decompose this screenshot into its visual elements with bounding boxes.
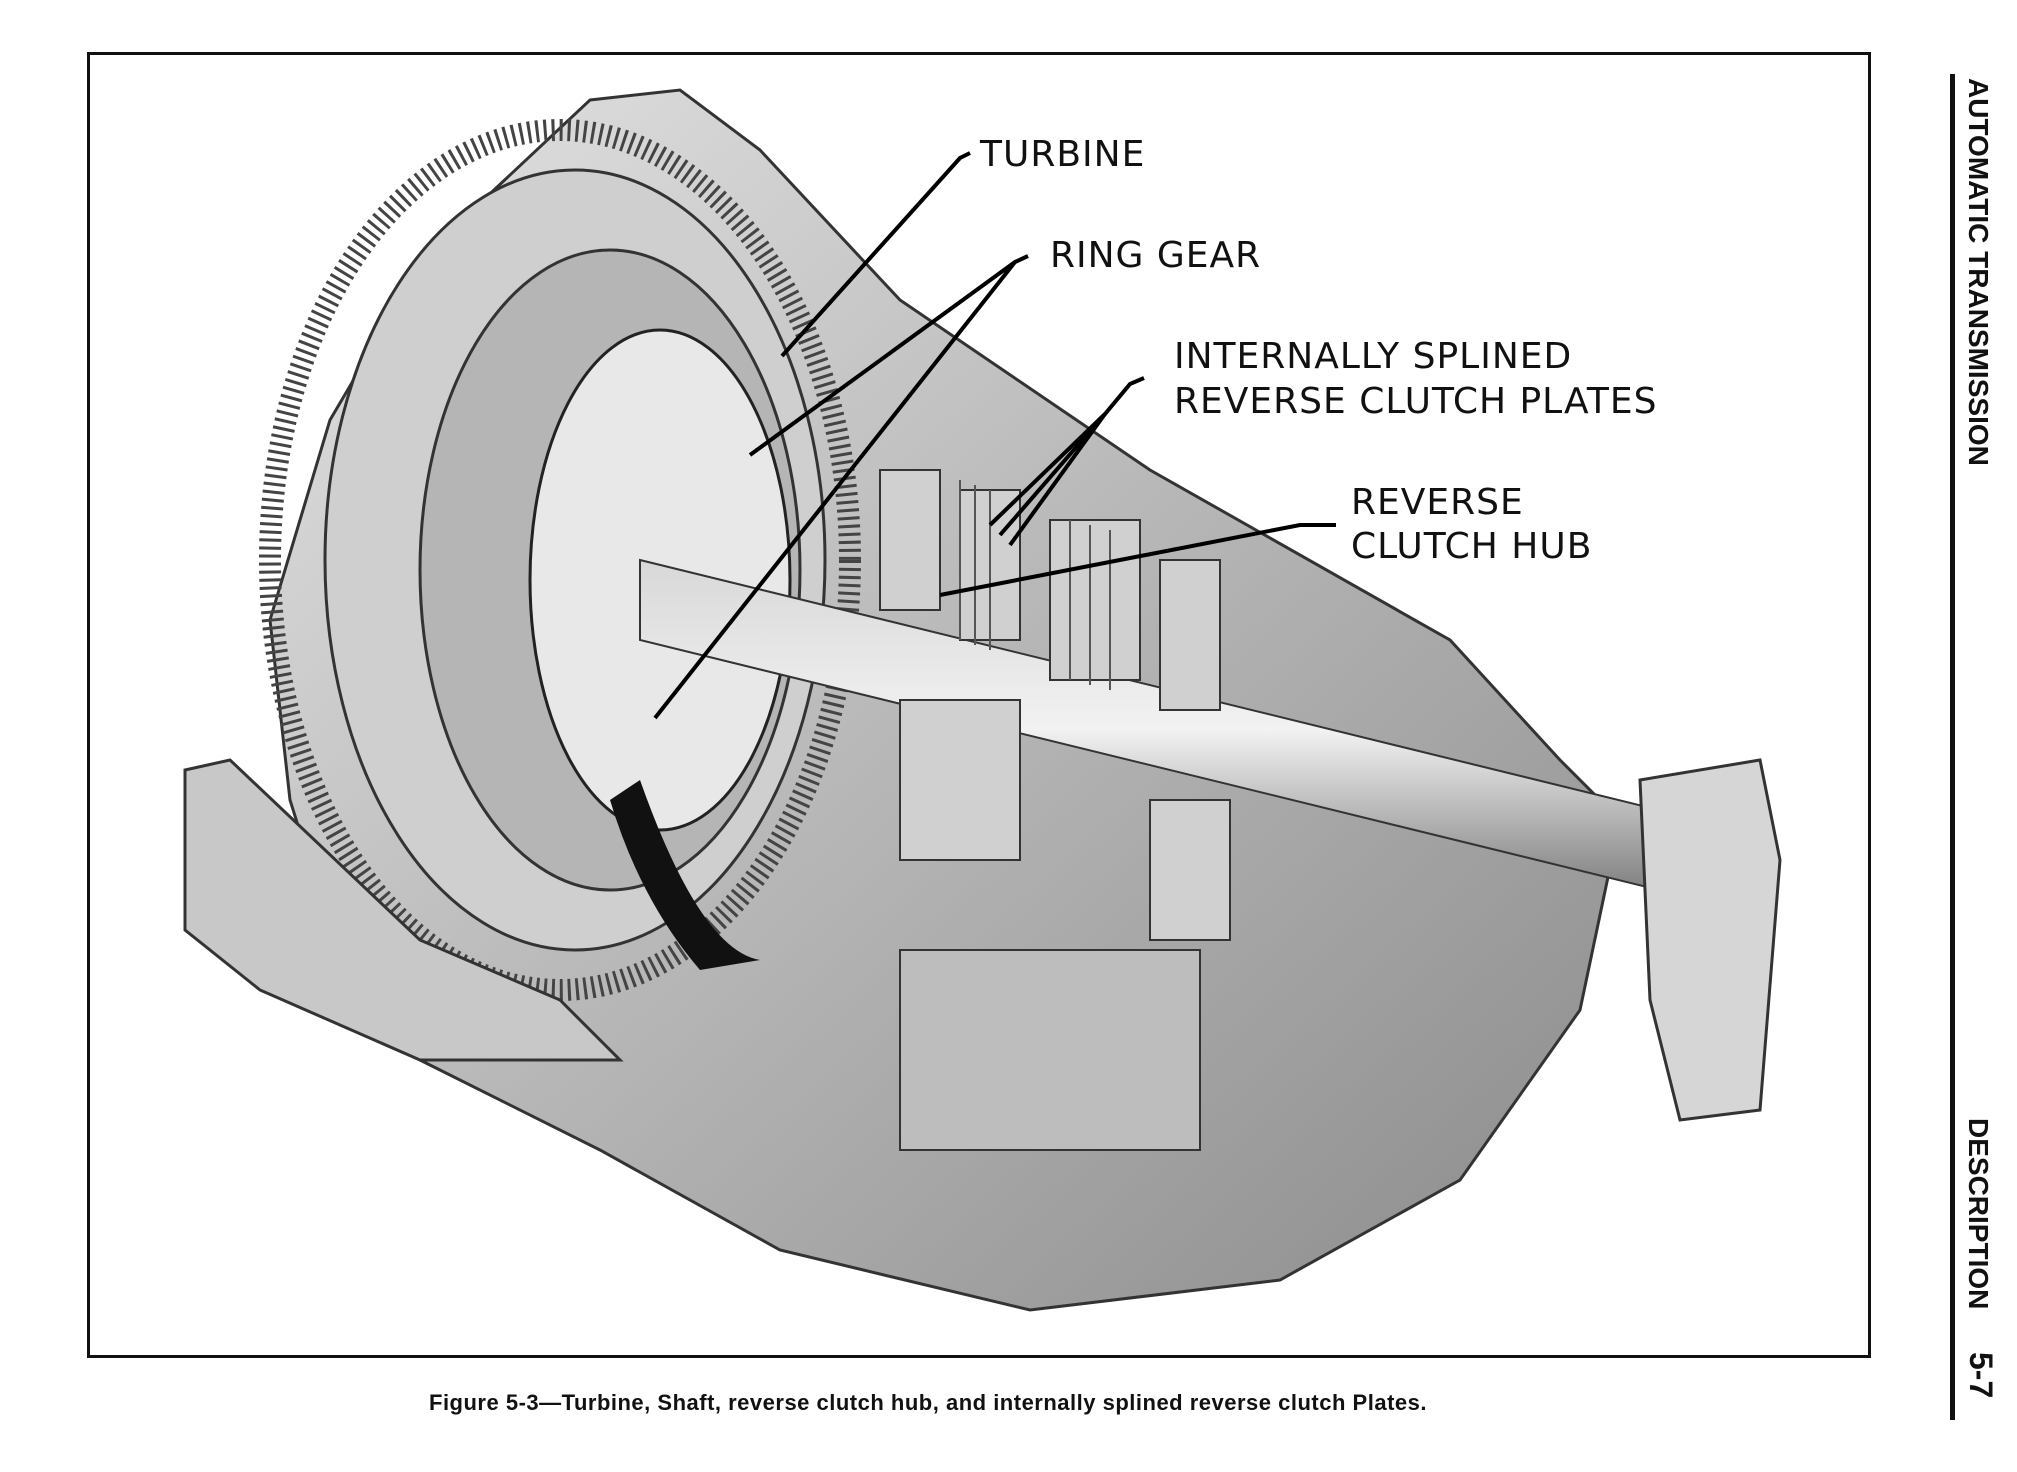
section-title: AUTOMATIC TRANSMISSION bbox=[1963, 78, 1994, 466]
sidebar-rule bbox=[1950, 74, 1955, 1420]
valve-body bbox=[899, 949, 1201, 1151]
label-turbine: TURBINE bbox=[980, 134, 1146, 175]
subsection-title: DESCRIPTION bbox=[1963, 1118, 1994, 1310]
label-hub-line1: REVERSE bbox=[1351, 482, 1524, 523]
label-plates-line2: REVERSE CLUTCH PLATES bbox=[1174, 381, 1658, 422]
output-yoke bbox=[1638, 758, 1782, 1122]
flywheel bbox=[259, 119, 861, 1001]
figure-caption: Figure 5-3—Turbine, Shaft, reverse clutc… bbox=[429, 1390, 1427, 1415]
leader-lines bbox=[653, 151, 1336, 720]
page-number: 5-7 bbox=[1963, 1352, 1999, 1399]
figure-frame bbox=[87, 52, 1871, 1358]
mount-bracket bbox=[183, 758, 624, 1062]
label-plates-line1: INTERNALLY SPLINED bbox=[1174, 336, 1573, 377]
label-ring-gear: RING GEAR bbox=[1050, 235, 1262, 276]
label-hub-line2: CLUTCH HUB bbox=[1351, 526, 1593, 567]
